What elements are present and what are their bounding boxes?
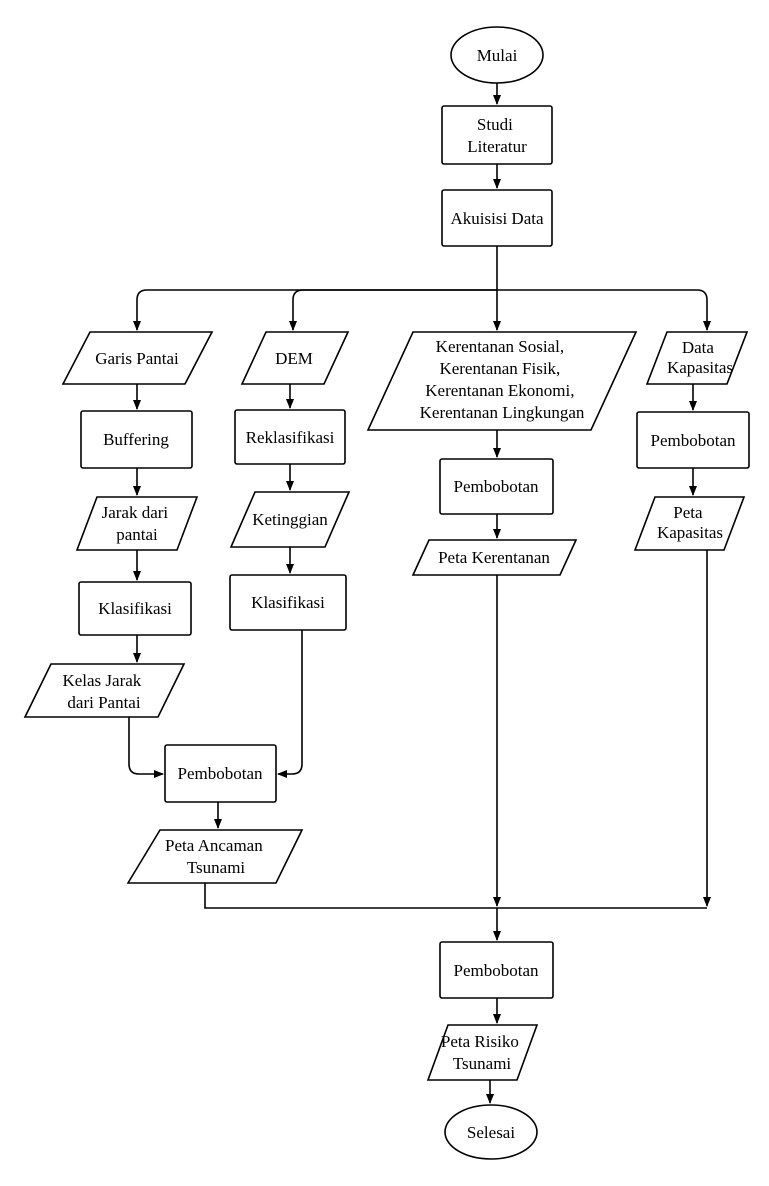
process-klasifikasi-jarak: Klasifikasi (78, 581, 192, 636)
process-klasifikasi-ketinggian: Klasifikasi (229, 574, 347, 631)
bobot-kapasitas-label: Pembobotan (651, 431, 736, 450)
klasifikasi1-label: Klasifikasi (98, 599, 172, 618)
svg-text:Pembobotan: Pembobotan (178, 764, 263, 783)
process-pembobotan-kerentanan: Pembobotan (439, 458, 554, 515)
bobot-risiko-label: Pembobotan (454, 961, 539, 980)
data-kapasitas: Data Kapasitas (645, 331, 749, 385)
data-dem: DEM (240, 331, 350, 385)
svg-text:Data Kapasitas: Data Kapasitas (667, 338, 733, 377)
connectors (128, 83, 711, 1104)
arrow-branch-to-dem (289, 289, 497, 331)
svg-text:Jarak dari pantai: Jarak dari pantai (102, 503, 173, 544)
svg-text:Mulai: Mulai (477, 46, 518, 65)
svg-text:Klasifikasi: Klasifikasi (98, 599, 172, 618)
svg-text:Klasifikasi: Klasifikasi (251, 593, 325, 612)
end-terminal: Selesai (444, 1104, 538, 1160)
process-pembobotan-ancaman: Pembobotan (164, 744, 277, 803)
svg-text:Akuisisi Data: Akuisisi Data (450, 209, 543, 228)
svg-text:Pembobotan: Pembobotan (651, 431, 736, 450)
data-peta-kerentanan: Peta Kerentanan (411, 539, 578, 576)
peta-ancaman-line2: Tsunami (187, 858, 246, 877)
ketinggian-label: Ketinggian (252, 510, 328, 529)
process-pembobotan-risiko: Pembobotan (439, 941, 554, 999)
process-studi-literatur: Studi Literatur (441, 105, 553, 165)
akuisisi-label: Akuisisi Data (450, 209, 543, 228)
svg-text:Selesai: Selesai (467, 1123, 515, 1142)
peta-kapasitas-line1: Peta (673, 503, 703, 522)
garis-label: Garis Pantai (95, 349, 179, 368)
data-jarak-dari-pantai: Jarak dari pantai (75, 496, 199, 551)
svg-text:Kerentanan Sosial, Keren: Kerentanan Sosial, Kerentanan Fisik, Ker… (420, 337, 585, 422)
peta-kerentanan-label: Peta Kerentanan (438, 548, 550, 567)
data-peta-kapasitas: Peta Kapasitas (633, 496, 746, 551)
kelas-jarak-line1: Kelas Jarak (62, 671, 141, 690)
svg-text:Pembobotan: Pembobotan (454, 961, 539, 980)
process-reklasifikasi: Reklasifikasi (234, 409, 346, 465)
kerentanan-label-line2: Kerentanan Fisik, (439, 359, 560, 378)
data-ketinggian: Ketinggian (229, 491, 351, 548)
svg-text:DEM: DEM (275, 349, 313, 368)
klasifikasi2-label: Klasifikasi (251, 593, 325, 612)
svg-text:Pembobotan: Pembobotan (454, 477, 539, 496)
studi-label-line2: Literatur (467, 137, 527, 156)
dem-label: DEM (275, 349, 313, 368)
arrow-kelas-to-bobot (128, 717, 164, 778)
start-terminal: Mulai (450, 26, 544, 84)
process-buffering: Buffering (80, 410, 193, 469)
peta-ancaman-line1: Peta Ancaman (165, 836, 263, 855)
arrow-branch-to-garis (133, 289, 497, 331)
process-pembobotan-kapasitas: Pembobotan (636, 411, 750, 469)
bobot-ancaman-label: Pembobotan (178, 764, 263, 783)
jarak-label-line2: pantai (116, 525, 158, 544)
kapasitas-data-line1: Data (682, 338, 715, 357)
svg-text:Reklasifikasi: Reklasifikasi (246, 428, 335, 447)
data-peta-risiko: Peta Risiko Tsunami (426, 1024, 539, 1081)
peta-risiko-line1: Peta Risiko (441, 1032, 519, 1051)
kelas-jarak-line2: dari Pantai (67, 693, 140, 712)
start-label: Mulai (477, 46, 518, 65)
line-ancaman-to-merge (204, 883, 497, 909)
peta-kapasitas-line2: Kapasitas (657, 523, 723, 542)
bobot-kerentanan-label: Pembobotan (454, 477, 539, 496)
svg-text:Peta Risiko Tsunami: Peta Risiko Tsunami (441, 1032, 523, 1073)
end-label: Selesai (467, 1123, 515, 1142)
reklasifikasi-label: Reklasifikasi (246, 428, 335, 447)
svg-text:Garis Pantai: Garis Pantai (95, 349, 179, 368)
data-kerentanan: Kerentanan Sosial, Kerentanan Fisik, Ker… (366, 331, 638, 431)
kerentanan-label-line4: Kerentanan Lingkungan (420, 403, 585, 422)
kerentanan-label-line1: Kerentanan Sosial, (436, 337, 564, 356)
arrow-branch-to-kapasitas (497, 289, 711, 331)
kapasitas-data-line2: Kapasitas (667, 358, 733, 377)
process-akuisisi-data: Akuisisi Data (441, 189, 553, 247)
kerentanan-label-line3: Kerentanan Ekonomi, (425, 381, 574, 400)
data-kelas-jarak: Kelas Jarak dari Pantai (23, 663, 186, 718)
peta-risiko-line2: Tsunami (453, 1054, 512, 1073)
svg-text:Peta Kapasitas: Peta Kapasitas (657, 503, 723, 542)
svg-text:Studi Literatur: Studi Literatur (467, 115, 527, 156)
buffering-label: Buffering (103, 430, 169, 449)
svg-text:Kelas Jarak dari Pantai: Kelas Jarak dari Pantai (62, 671, 145, 712)
svg-text:Peta Ancaman Tsunami: Peta Ancaman Tsunami (165, 836, 267, 877)
svg-text:Buffering: Buffering (103, 430, 169, 449)
data-garis-pantai: Garis Pantai (61, 331, 214, 385)
svg-text:Peta Kerentanan: Peta Kerentanan (438, 548, 550, 567)
jarak-label-line1: Jarak dari (102, 503, 169, 522)
data-peta-ancaman: Peta Ancaman Tsunami (126, 829, 304, 884)
arrow-klasifikasi2-to-bobot (277, 630, 303, 778)
svg-text:Ketinggian: Ketinggian (252, 510, 328, 529)
studi-label-line1: Studi (477, 115, 513, 134)
